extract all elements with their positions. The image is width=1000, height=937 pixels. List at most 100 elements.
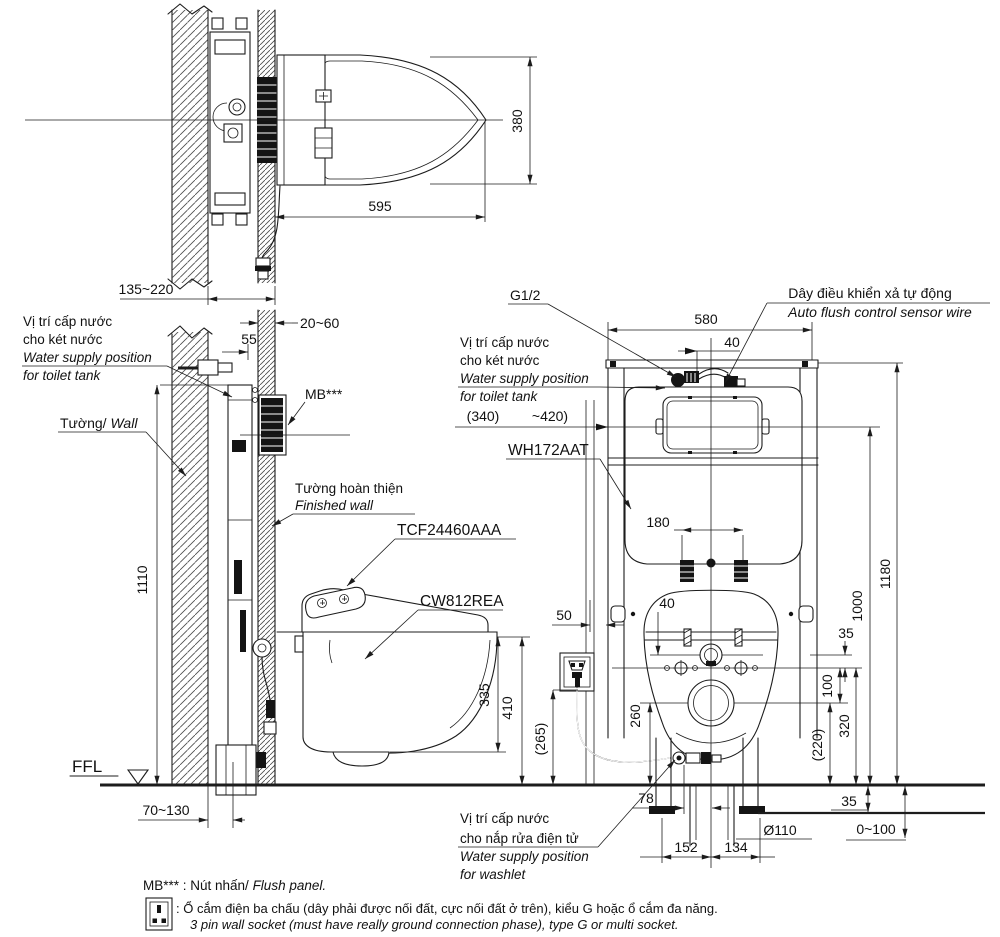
svg-text:Tường/ Wall: Tường/ Wall: [60, 415, 138, 431]
model-tank-label: WH172AAT: [508, 442, 589, 459]
svg-text:(340): (340): [467, 408, 500, 424]
dim-35-bottom: 35: [831, 786, 871, 812]
svg-text:0~100: 0~100: [856, 821, 896, 837]
dim-265: (265): [532, 689, 578, 785]
svg-text:Tường hoàn thiện: Tường hoàn thiện: [295, 481, 403, 496]
svg-text:100: 100: [819, 674, 835, 698]
dim-580: 580: [607, 311, 813, 360]
svg-text:~420): ~420): [532, 408, 568, 424]
svg-text:Water supply position: Water supply position: [23, 350, 152, 365]
svg-text:1180: 1180: [877, 559, 893, 589]
socket-icon: [145, 897, 173, 931]
svg-text:20~60: 20~60: [300, 315, 340, 331]
svg-text:1110: 1110: [134, 565, 150, 594]
svg-text:580: 580: [694, 311, 718, 327]
plan-toilet: [255, 54, 487, 280]
washlet-supply-label: Vị trí cấp nước cho nắp rửa điện tử Wate…: [458, 759, 676, 882]
side-model-labels: TCF24460AAA CW812REA: [346, 522, 516, 660]
dim-320: 320: [836, 668, 859, 785]
front-water-supply-label: Vị trí cấp nước cho két nước Water suppl…: [458, 335, 666, 404]
dim-55: 55: [222, 331, 257, 360]
dim-40-inner: 40: [655, 595, 675, 655]
dim-50: 50: [552, 600, 624, 632]
dim-20-60: 20~60: [240, 315, 340, 331]
note-mb-en: Flush panel.: [249, 878, 326, 893]
dim-595: 595: [275, 122, 486, 222]
side-section-view: FFL Vị trí cấp nước cho két nước Water s…: [22, 309, 985, 828]
dim-220: (220): [809, 703, 833, 785]
side-mb-label: MB***: [287, 386, 343, 426]
auto-flush-label-group: Dây điều khiển xả tự động Auto flush con…: [724, 285, 990, 384]
svg-text:cho két nước: cho két nước: [460, 353, 540, 368]
svg-text:320: 320: [836, 714, 852, 738]
dim-335-410: 335 410: [390, 636, 530, 785]
note-socket-en: 3 pin wall socket (must have really grou…: [190, 917, 678, 932]
dim-135-220: 135~220: [119, 281, 276, 305]
svg-text:35: 35: [838, 625, 854, 641]
side-toilet-profile: [276, 586, 498, 767]
note-mb: MB*** : Nút nhấn/: [143, 878, 249, 893]
side-flush-panel: [240, 394, 350, 456]
dim-0-100: 0~100: [846, 786, 908, 841]
svg-text:Auto flush control sensor wire: Auto flush control sensor wire: [787, 304, 972, 320]
svg-text:Finished wall: Finished wall: [295, 498, 374, 513]
svg-text:260: 260: [627, 704, 643, 728]
side-water-supply-label: Vị trí cấp nước cho két nước Water suppl…: [22, 314, 233, 398]
dim-70-130: 70~130: [138, 762, 245, 828]
dim-1180: 1180: [818, 362, 903, 785]
svg-text:40: 40: [659, 595, 675, 611]
svg-text:(220): (220): [809, 729, 825, 762]
svg-text:for toilet tank: for toilet tank: [23, 368, 102, 383]
plan-inwall-tank: [209, 17, 251, 226]
side-finished-wall-label: Tường hoàn thiện Finished wall: [271, 481, 415, 527]
side-structural-wall-hatch: [172, 332, 208, 785]
dim-260: 260: [627, 703, 653, 785]
svg-text:Water supply position: Water supply position: [460, 371, 589, 386]
dim-152-134: 152 134: [640, 818, 775, 863]
front-view: (340) ~420) G1/2 Dây điều khiển xả tự độ…: [455, 285, 990, 882]
wall-socket: [559, 652, 671, 763]
dim-100: 100: [819, 668, 843, 703]
note-socket-vi: : Ổ cắm điện ba chấu (dây phải được nối …: [176, 901, 718, 916]
svg-text:for washlet: for washlet: [460, 867, 527, 882]
floor: FFL: [69, 757, 985, 787]
dim-180: 180: [646, 514, 744, 560]
dim-1110: 1110: [134, 384, 232, 785]
svg-text:78: 78: [638, 790, 654, 806]
svg-text:MB*** : Nút nhấn/ Flush panel.: MB*** : Nút nhấn/ Flush panel.: [143, 878, 326, 893]
dim-35-mid: 35: [810, 625, 854, 682]
svg-text:cho két nước: cho két nước: [23, 332, 103, 347]
svg-text:40: 40: [724, 334, 740, 350]
svg-text:1000: 1000: [849, 590, 865, 621]
svg-text:Vị trí cấp nước: Vị trí cấp nước: [460, 335, 549, 350]
svg-text:70~130: 70~130: [142, 802, 189, 818]
svg-text:for toilet tank: for toilet tank: [460, 389, 539, 404]
side-inwall-tank: [178, 359, 277, 796]
svg-text:Dây điều khiển xả tự động: Dây điều khiển xả tự động: [788, 285, 951, 301]
model-washlet-label: TCF24460AAA: [397, 522, 502, 539]
svg-text:Vị trí cấp nước: Vị trí cấp nước: [460, 811, 549, 826]
svg-text:Ø110: Ø110: [763, 822, 796, 838]
wall-label-vi: Tường/: [60, 415, 107, 431]
notes: MB*** : Nút nhấn/ Flush panel. : Ổ cắm đ…: [143, 878, 718, 932]
dim-40-top: 40: [678, 334, 740, 372]
model-bowl-label: CW812REA: [420, 593, 504, 610]
svg-text:55: 55: [241, 331, 257, 347]
top-plan-view: 595 380 135~220: [25, 3, 537, 305]
dim-595-label: 595: [368, 198, 392, 214]
dim-380-label: 380: [509, 109, 525, 133]
svg-text:335: 335: [476, 683, 492, 707]
dim-380: 380: [430, 56, 537, 185]
front-tank: [607, 368, 819, 582]
plan-structural-wall-hatch: [172, 10, 208, 283]
ffl-label: FFL: [72, 757, 102, 776]
svg-text:cho nắp rửa điện tử: cho nắp rửa điện tử: [460, 831, 579, 846]
svg-text:(265): (265): [532, 723, 548, 756]
svg-text:410: 410: [499, 696, 515, 720]
svg-text:Vị trí cấp nước: Vị trí cấp nước: [23, 314, 112, 329]
svg-text:134: 134: [724, 839, 748, 855]
svg-text:152: 152: [674, 839, 698, 855]
frame-legs: [649, 737, 765, 847]
